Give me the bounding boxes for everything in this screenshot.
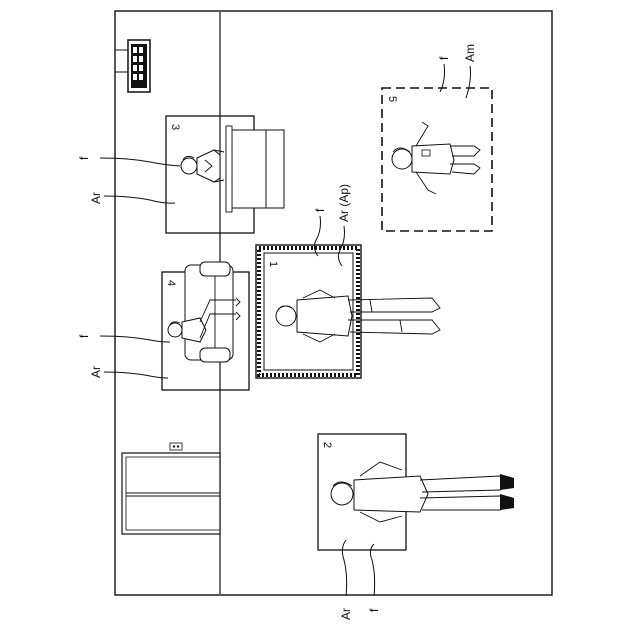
labels-region-4: f Ar [77,334,170,378]
region-4-number: 4 [165,280,177,286]
labels-region-2: Ar f [339,540,381,620]
label-f-5: f [437,56,451,60]
label-f-2: f [367,608,381,612]
region-2-number: 2 [321,442,333,448]
labels-region-3: f Ar [77,156,180,204]
label-f-3: f [77,156,91,160]
region-3: 3 [166,116,284,233]
region-5: 5 [382,88,492,231]
label-ar-ap-1: Ar (Ap) [337,184,351,222]
label-f-1: f [313,208,327,212]
label-ar-3: Ar [89,192,103,204]
region-4: 4 [162,262,249,390]
label-ar-2: Ar [339,608,353,620]
region-5-number: 5 [386,96,398,102]
region-1-number: 1 [267,261,279,267]
labels-region-1: f Ar (Ap) [313,184,351,266]
label-am-5: Am [463,44,477,62]
region-2: 2 [318,434,514,550]
label-f-4: f [77,334,91,338]
label-ar-4: Ar [89,366,103,378]
region-3-number: 3 [169,124,181,130]
elevator-door-icon [122,443,220,534]
region-1: 1 [256,245,440,378]
exit-sign-icon [115,40,150,92]
labels-region-5: f Am [437,44,477,98]
